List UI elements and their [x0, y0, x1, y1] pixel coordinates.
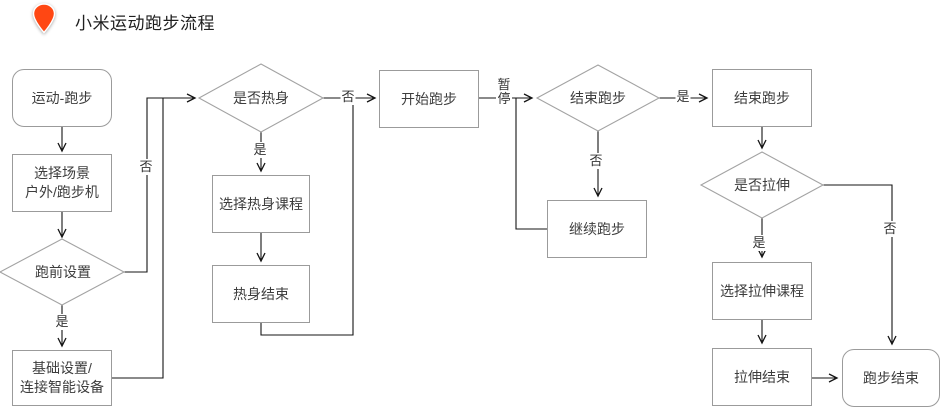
node-warmup-end-label: 热身结束 — [233, 285, 289, 302]
location-pin-icon — [31, 3, 57, 34]
node-continue-run-label: 继续跑步 — [569, 220, 625, 237]
node-stretch-q-label: 是否拉伸 — [734, 177, 790, 193]
edge-label-stretch-yes: 是 — [751, 235, 767, 251]
node-scene-label-line1: 选择场景 — [34, 165, 90, 181]
node-pre-setting-label: 跑前设置 — [35, 264, 91, 280]
node-scene: 选择场景 户外/跑步机 — [12, 154, 112, 212]
edge-basic-setting-warmup-q — [112, 98, 164, 379]
node-run-end: 结束跑步 — [712, 69, 812, 127]
node-end-q-diamond — [535, 64, 661, 132]
node-warmup-q-label: 是否热身 — [233, 90, 289, 106]
edge-label-end-yes: 是 — [675, 89, 691, 105]
node-run-start: 开始跑步 — [379, 70, 479, 128]
node-warmup-q-diamond — [197, 63, 325, 133]
edge-label-pause: 暂停 — [496, 77, 512, 107]
edge-label-pre-yes: 是 — [54, 314, 70, 330]
node-stretch-end-label: 拉伸结束 — [734, 368, 790, 385]
edge-label-pre-no: 否 — [138, 159, 154, 175]
node-basic-setting: 基础设置/ 连接智能设备 — [12, 350, 112, 406]
edge-label-warmup-no: 否 — [340, 89, 356, 105]
node-basic-setting-label-line1: 基础设置/ — [32, 360, 92, 376]
node-continue-run: 继续跑步 — [547, 200, 647, 258]
node-end-q-label: 结束跑步 — [570, 90, 626, 106]
edge-label-warmup-yes: 是 — [252, 142, 268, 158]
node-finish: 跑步结束 — [842, 349, 940, 407]
edge-label-end-no: 否 — [588, 153, 604, 169]
node-stretch-q-diamond — [699, 151, 825, 219]
node-pre-setting-diamond — [0, 238, 126, 306]
node-warmup-course-label: 选择热身课程 — [219, 195, 303, 212]
node-run-end-label: 结束跑步 — [734, 89, 790, 106]
node-scene-label-line2: 户外/跑步机 — [25, 184, 99, 200]
node-stretch-course-label: 选择拉伸课程 — [720, 282, 804, 299]
node-stretch-course: 选择拉伸课程 — [712, 262, 812, 320]
node-warmup-course: 选择热身课程 — [212, 175, 310, 233]
node-basic-setting-label-line2: 连接智能设备 — [20, 379, 104, 395]
edge-stretch-q-finish — [823, 184, 897, 346]
node-stretch-end: 拉伸结束 — [712, 348, 812, 406]
diagram-title: 小米运动跑步流程 — [75, 14, 215, 33]
node-finish-label: 跑步结束 — [863, 369, 919, 386]
edge-pre-setting-warmup-q — [124, 93, 197, 273]
node-warmup-end: 热身结束 — [212, 265, 310, 323]
node-run-start-label: 开始跑步 — [401, 90, 457, 107]
node-start-label: 运动-跑步 — [31, 89, 93, 106]
edge-label-stretch-no: 否 — [882, 221, 898, 237]
node-start: 运动-跑步 — [12, 69, 112, 127]
edge-continue-run-end-q — [515, 98, 547, 230]
edge-warmup-end-run-start — [260, 98, 354, 336]
